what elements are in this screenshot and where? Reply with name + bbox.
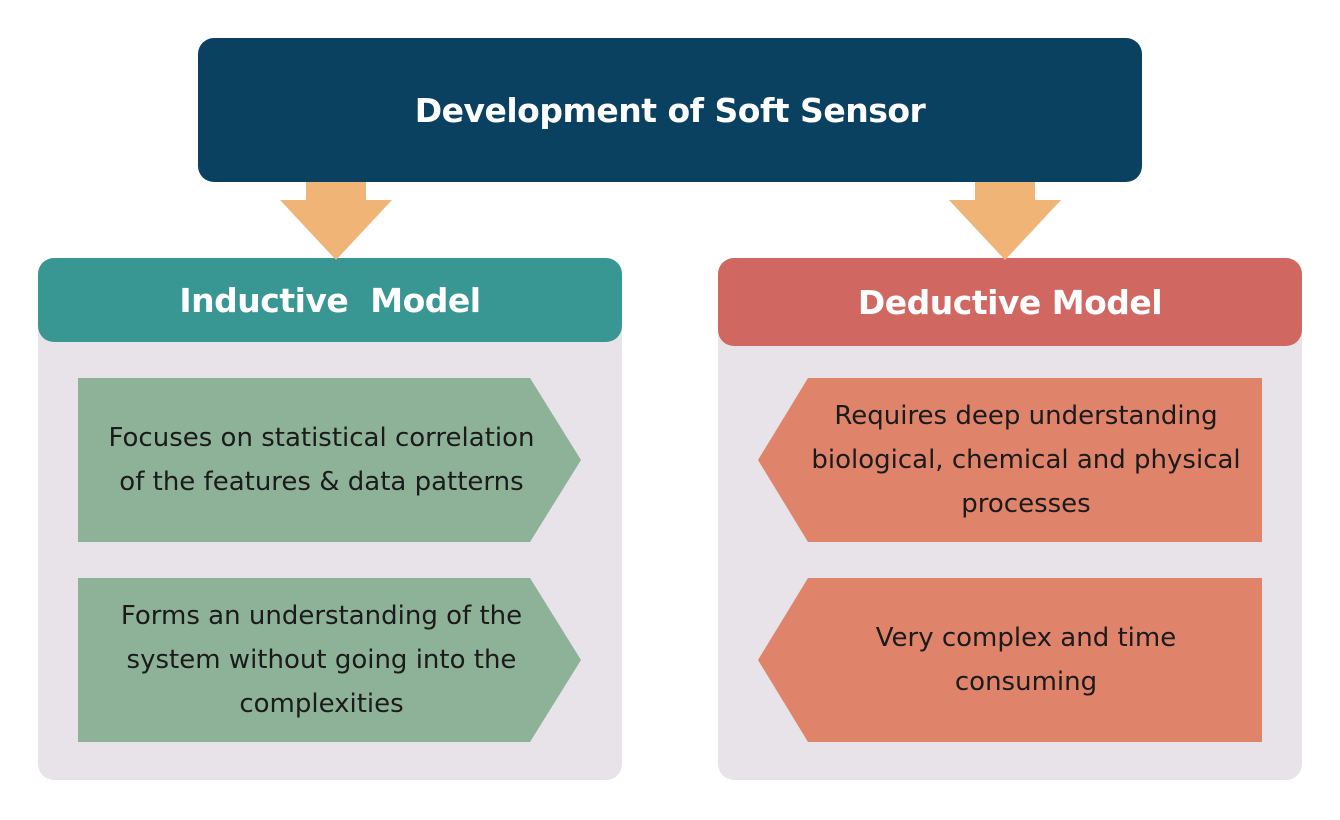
deductive-item-text: Very complex and time consuming: [875, 623, 1177, 697]
inductive-item-text: Forms an understanding of the system wit…: [120, 601, 523, 719]
deductive-model-panel: Deductive Model Requires deep understand…: [718, 258, 1302, 780]
deductive-item-deep-understanding: Requires deep understanding biological, …: [758, 378, 1262, 542]
right-down-arrow-icon: [949, 180, 1061, 260]
deductive-model-header: Deductive Model: [718, 258, 1302, 346]
inductive-item-statistical-correlation: Focuses on statistical correlation of th…: [78, 378, 581, 542]
inductive-item-understanding: Forms an understanding of the system wit…: [78, 578, 581, 742]
inductive-model-header: Inductive Model: [38, 258, 622, 342]
diagram-title: Development of Soft Sensor: [198, 38, 1142, 182]
inductive-item-text: Focuses on statistical correlation of th…: [108, 423, 535, 497]
left-down-arrow-icon: [280, 180, 392, 260]
inductive-model-panel: Inductive Model Focuses on statistical c…: [38, 258, 622, 780]
deductive-item-complex: Very complex and time consuming: [758, 578, 1262, 742]
deductive-item-text: Requires deep understanding biological, …: [811, 401, 1241, 519]
